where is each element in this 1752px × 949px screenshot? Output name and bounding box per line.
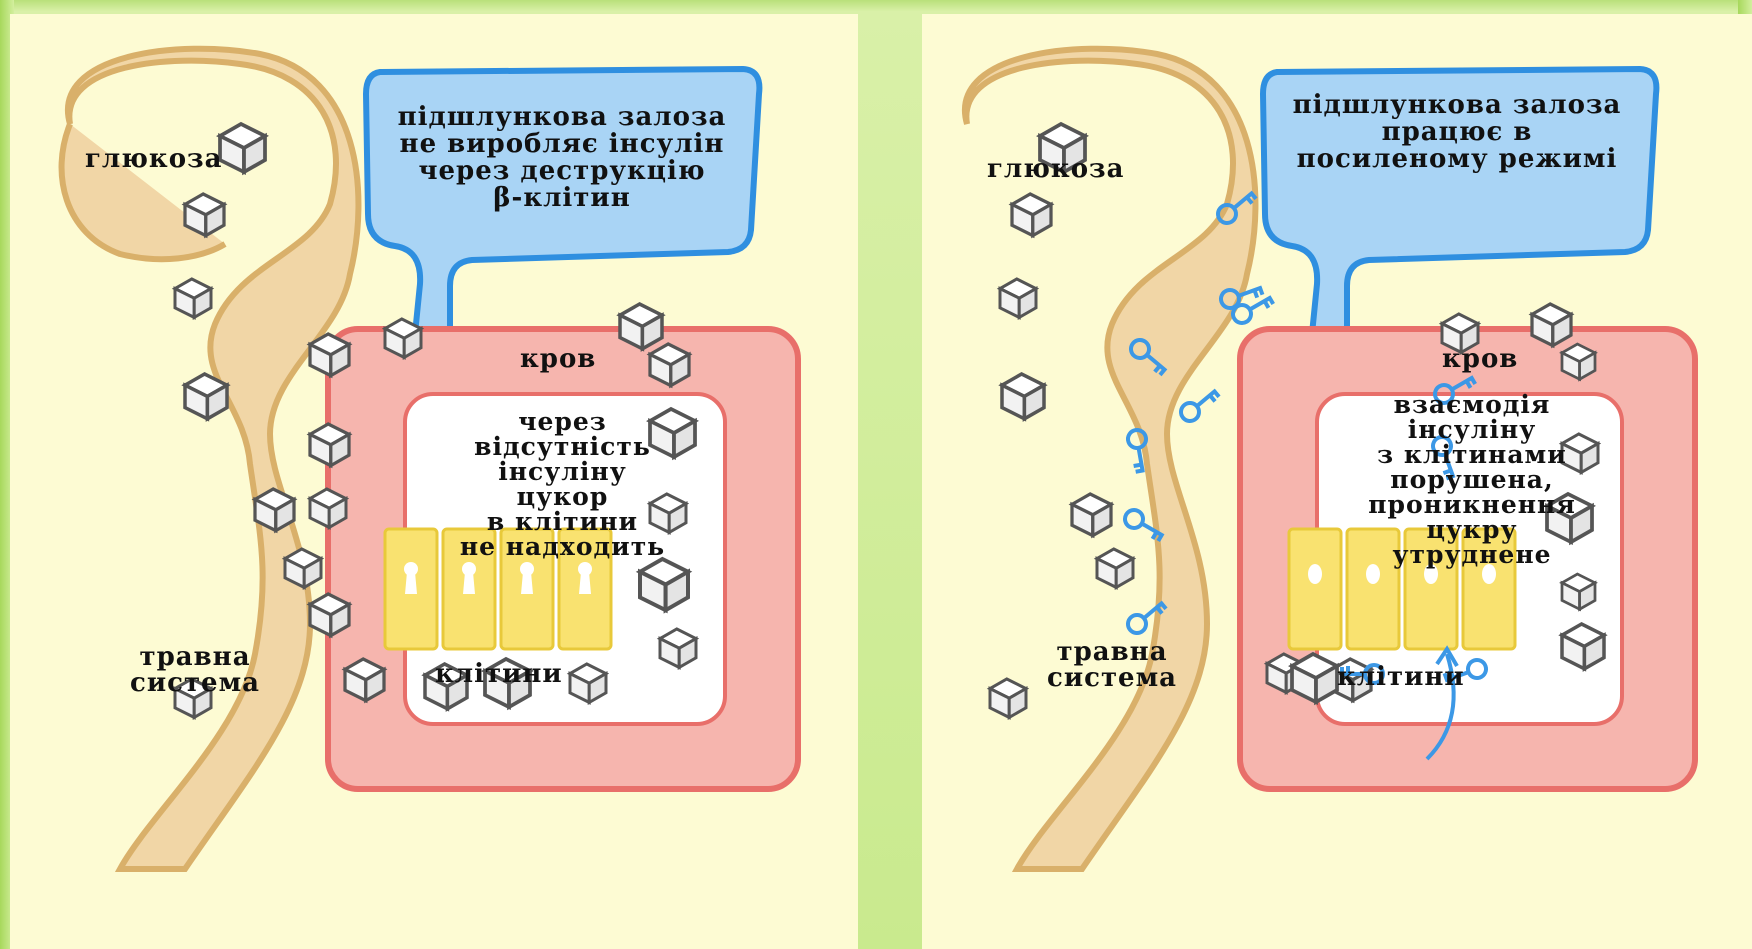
sugar-cube-icon xyxy=(570,664,606,702)
sugar-cube-icon xyxy=(1012,194,1051,236)
sugar-cube-icon xyxy=(660,629,696,667)
sugar-cube-icon xyxy=(1292,654,1337,702)
sugar-cube-icon xyxy=(650,344,689,386)
blood-label: кров xyxy=(520,344,596,374)
sugar-cube-icon xyxy=(620,304,662,349)
sugar-cube-icon xyxy=(1532,304,1571,346)
left-diagram-panel: глюкоза підшлункова залоза не виробляє і… xyxy=(10,14,858,949)
sugar-cube-icon xyxy=(1002,374,1044,419)
sugar-cube-icon xyxy=(640,559,688,610)
sugar-cube-icon xyxy=(990,679,1026,717)
sugar-cube-icon xyxy=(185,374,227,419)
cells-label: клітини xyxy=(1337,662,1465,692)
center-explanation-text: взаємодія інсуліну з клітинами порушена,… xyxy=(1327,392,1617,567)
sugar-cube-icon xyxy=(310,594,349,636)
sugar-cube-icon xyxy=(220,124,265,172)
pancreas-text: підшлункова залоза не виробляє інсулін ч… xyxy=(372,104,752,212)
sugar-cube-icon xyxy=(185,194,224,236)
insulin-key-icon xyxy=(1177,383,1222,424)
sugar-cube-icon xyxy=(1562,624,1604,669)
sugar-cube-icon xyxy=(255,489,294,531)
sugar-cube-icon xyxy=(310,424,349,466)
receptor-blob xyxy=(1366,564,1380,584)
receptor-blob xyxy=(1308,564,1322,584)
digestive-system-label: травна система xyxy=(130,644,260,696)
glucose-label: глюкоза xyxy=(85,144,222,174)
right-diagram-panel: глюкоза підшлункова залоза працює в поси… xyxy=(922,14,1752,949)
sugar-cube-icon xyxy=(345,659,384,701)
sugar-cube-icon xyxy=(175,279,211,317)
sugar-cube-icon xyxy=(1097,549,1133,587)
sugar-cube-icon xyxy=(310,334,349,376)
sugar-cube-icon xyxy=(1072,494,1111,536)
digestive-system-label: травна система xyxy=(1047,639,1177,691)
sugar-cube-icon xyxy=(1562,344,1595,379)
sugar-cube-icon xyxy=(1562,574,1595,609)
sugar-cube-icon xyxy=(310,489,346,527)
center-explanation-text: через відсутність інсуліну цукор в кліти… xyxy=(420,409,705,559)
sugar-cube-icon xyxy=(385,319,421,357)
blood-label: кров xyxy=(1442,344,1518,374)
glucose-label: глюкоза xyxy=(987,154,1124,184)
sugar-cube-icon xyxy=(1000,279,1036,317)
sugar-cube-icon xyxy=(285,549,321,587)
pancreas-text: підшлункова залоза працює в посиленому р… xyxy=(1262,92,1652,173)
cells-label: клітини xyxy=(435,659,563,689)
